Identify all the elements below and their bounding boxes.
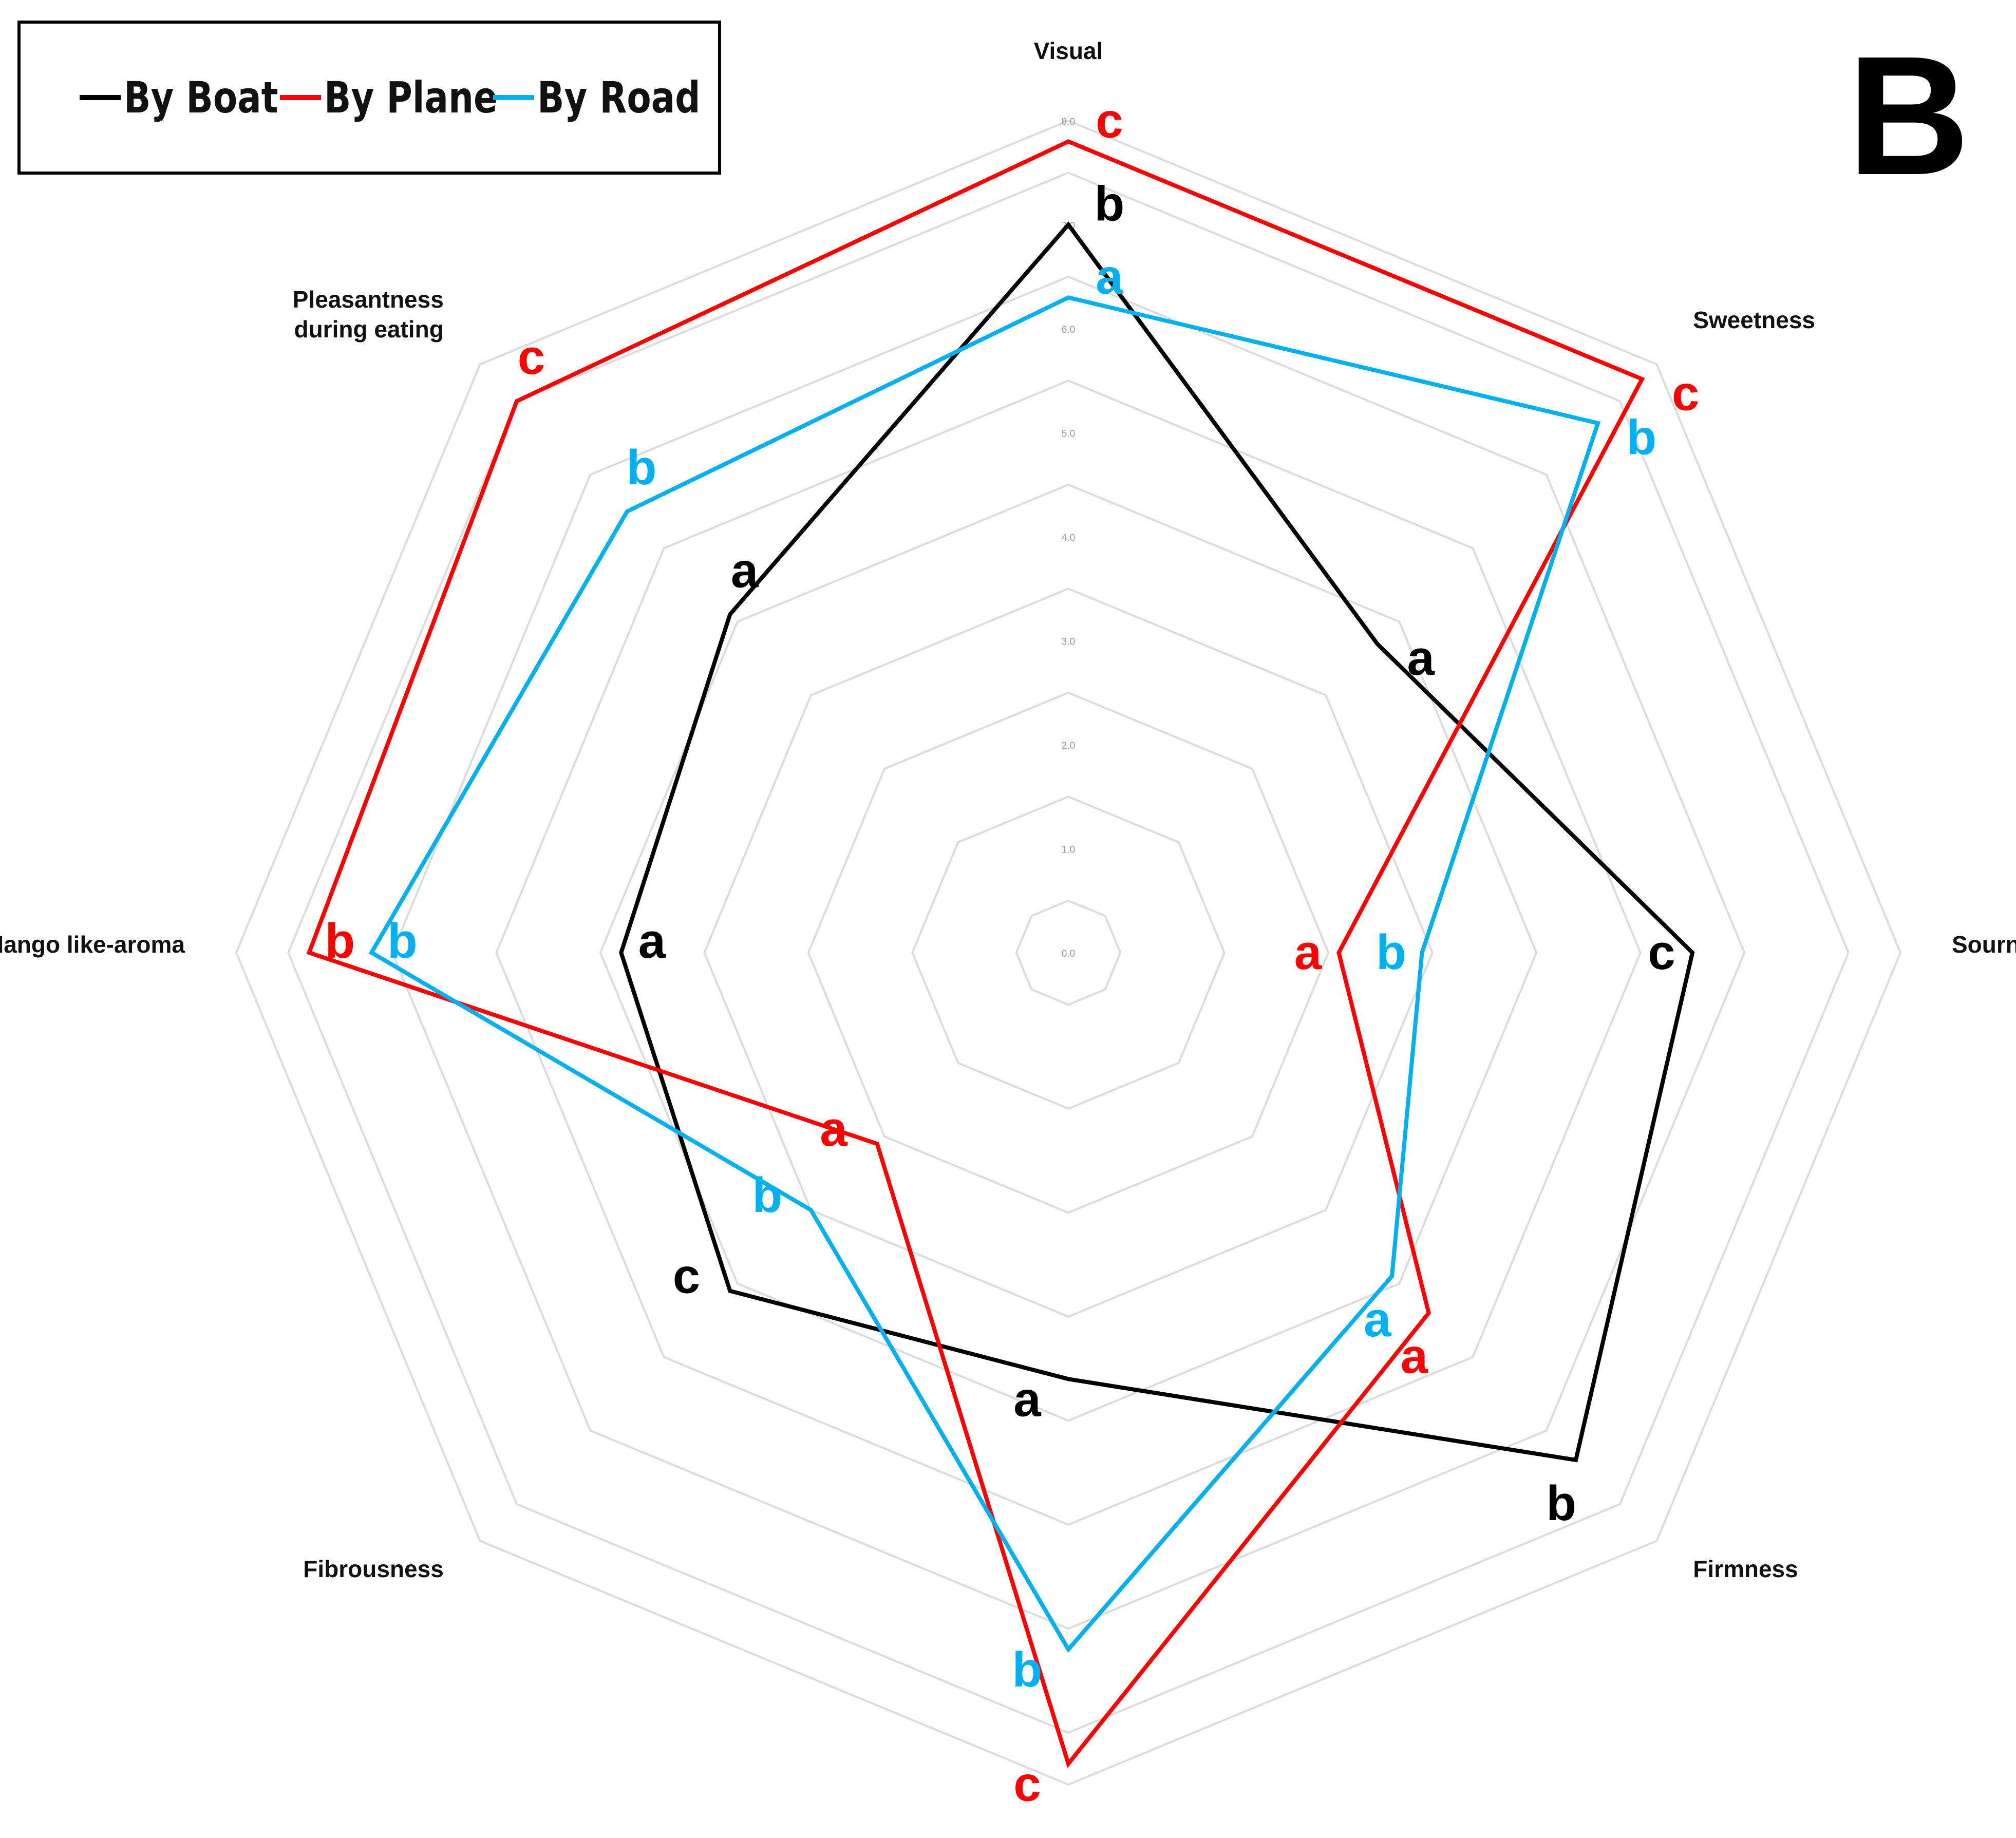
- axis-label-pleasantness-during-eating: Pleasantness during eating: [293, 286, 444, 343]
- significance-label-by-plane: c: [1672, 366, 1699, 421]
- legend-label-by-plane: By Plane: [324, 72, 498, 123]
- tick-label: 4.0: [1062, 533, 1075, 543]
- axis-label-firmness: Firmness: [1693, 1556, 1798, 1582]
- tick-label: 1.0: [1062, 845, 1075, 856]
- axis-label-line: Fibrousness: [303, 1556, 444, 1582]
- series-lines: [306, 139, 1695, 1768]
- axis-label-fibrousness: Fibrousness: [303, 1556, 444, 1582]
- significance-label-by-road: b: [752, 1168, 783, 1223]
- series-line-by-boat: [619, 221, 1695, 1463]
- tick-label: 5.0: [1062, 429, 1075, 440]
- significance-label-by-plane: c: [518, 330, 545, 385]
- tick-label: 0.0: [1062, 949, 1075, 959]
- axis-label-line: Mango like-aroma: [0, 931, 185, 958]
- grid-ring: [495, 380, 1642, 1526]
- axis-label-line: Visual: [1034, 37, 1103, 64]
- axis-label-line: during eating: [294, 316, 443, 343]
- axis-label-sweetness: Sweetness: [1693, 307, 1815, 333]
- legend-item-by-road: By Road: [493, 24, 736, 172]
- axis-labels: VisualSweetnessSournessFirmnessJuiciness…: [0, 37, 2016, 1582]
- significance-label-by-plane: a: [1294, 925, 1322, 980]
- significance-label-by-plane: b: [325, 914, 355, 969]
- tick-label: 3.0: [1062, 637, 1075, 648]
- radial-ticks: 0.01.02.03.04.05.06.07.08.0: [1062, 117, 1075, 959]
- significance-label-by-road: b: [1376, 925, 1406, 980]
- significance-label-by-road: b: [1626, 410, 1656, 465]
- radar-grid: [235, 119, 1902, 1786]
- legend-swatch-by-boat: [80, 95, 121, 100]
- tick-label: 8.0: [1062, 117, 1075, 127]
- tick-label: 2.0: [1062, 741, 1075, 751]
- grid-ring: [1015, 899, 1122, 1006]
- legend: By Boat By Plane By Road: [17, 21, 721, 175]
- significance-label-by-plane: c: [1096, 93, 1123, 148]
- series-line-by-plane: [306, 139, 1645, 1768]
- significance-label-by-boat: a: [1407, 631, 1435, 686]
- series-line-by-road: [368, 295, 1601, 1653]
- significance-label-by-boat: b: [1095, 177, 1125, 232]
- significance-label-by-road: b: [387, 914, 418, 969]
- grid-ring: [391, 275, 1746, 1630]
- axis-label-visual: Visual: [1034, 37, 1103, 64]
- significance-label-by-road: b: [627, 440, 657, 495]
- axis-label-line: Sourness: [1952, 931, 2016, 958]
- axis-label-line: Sweetness: [1693, 307, 1815, 333]
- significance-label-by-boat: b: [1546, 1476, 1576, 1531]
- legend-swatch-by-road: [493, 95, 534, 100]
- legend-label-by-boat: By Boat: [124, 72, 278, 123]
- grid-ring: [807, 691, 1330, 1214]
- grid-ring: [287, 172, 1850, 1734]
- significance-label-by-plane: a: [1401, 1329, 1428, 1384]
- legend-label-by-road: By Road: [537, 72, 701, 123]
- significance-label-by-road: b: [1012, 1642, 1043, 1697]
- significance-label-by-boat: a: [638, 914, 666, 969]
- significance-label-by-boat: c: [673, 1248, 700, 1303]
- significance-label-by-boat: c: [1648, 925, 1675, 980]
- significance-label-by-boat: a: [1013, 1372, 1041, 1427]
- significance-label-by-plane: a: [820, 1102, 847, 1157]
- significance-label-by-road: a: [1096, 249, 1123, 304]
- panel-label: B: [1847, 21, 1970, 210]
- grid-ring: [235, 119, 1902, 1786]
- legend-swatch-by-plane: [280, 95, 321, 100]
- axis-label-sourness: Sourness: [1952, 931, 2016, 958]
- legend-item-by-plane: By Plane: [280, 24, 536, 172]
- significance-label-by-plane: c: [1013, 1757, 1041, 1812]
- significance-label-by-boat: a: [731, 543, 759, 598]
- axis-label-line: Pleasantness: [293, 286, 444, 313]
- legend-item-by-boat: By Boat: [80, 24, 312, 172]
- axis-label-mango-like-aroma: Mango like-aroma: [0, 931, 185, 958]
- grid-ring: [703, 588, 1434, 1318]
- axis-label-line: Firmness: [1693, 1556, 1798, 1582]
- tick-label: 6.0: [1062, 325, 1075, 335]
- significance-label-by-road: a: [1364, 1292, 1391, 1347]
- grid-ring: [911, 795, 1226, 1110]
